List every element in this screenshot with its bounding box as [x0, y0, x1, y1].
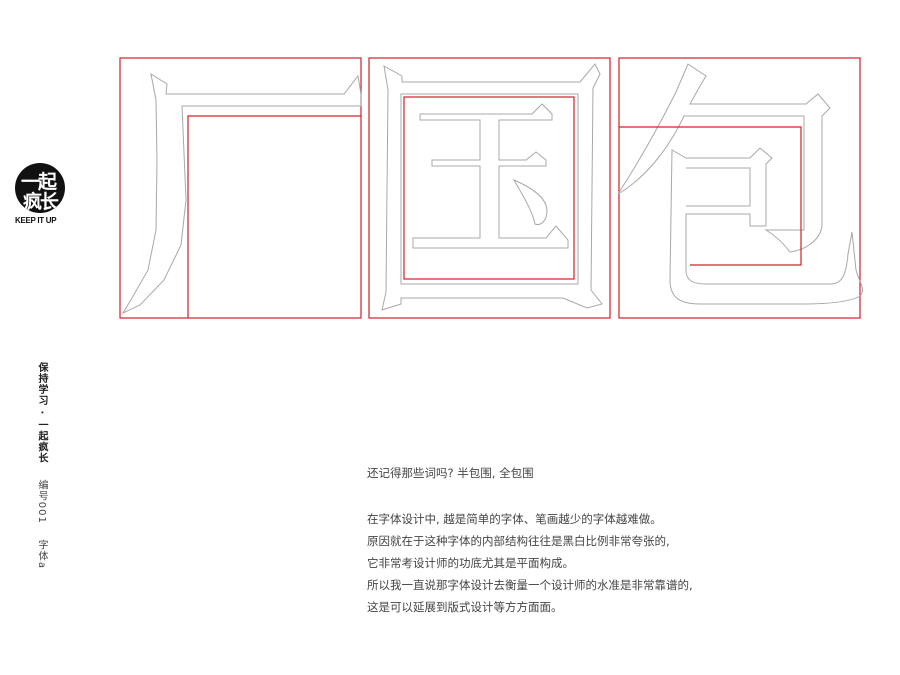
- glyph-frame: [368, 57, 611, 319]
- logo: 一起 疯长 KEEP IT UP: [12, 160, 72, 230]
- logo-badge: 一起 疯长: [15, 163, 65, 213]
- logo-text-line2: 疯长: [23, 191, 59, 213]
- glyph-outline-dot: [512, 178, 548, 225]
- glyph-outline-frame: [381, 63, 603, 311]
- paragraph-line: 所以我一直说那字体设计去衡量一个设计师的水准是非常靠谱的,: [367, 578, 693, 592]
- paragraph-line: 在字体设计中, 越是简单的字体、笔画越少的字体越难做。: [367, 512, 662, 526]
- glyph-chang: [119, 57, 362, 319]
- glyph-outline-chang: [121, 72, 362, 315]
- glyph-outline-yu: [412, 103, 569, 249]
- glyph-outline-top: [617, 63, 831, 253]
- glyph-frame: [618, 57, 861, 319]
- intro-line: 还记得那些词吗? 半包围, 全包围: [367, 466, 534, 480]
- sidebar-slogan: 保持学习 · 一起疯长: [36, 362, 47, 464]
- inner-frame-guide: [403, 96, 575, 280]
- logo-text-line1: 一起: [21, 171, 57, 193]
- counter-guide: [619, 126, 802, 266]
- paragraph-line: 这是可以延展到版式设计等方方面面。: [367, 600, 563, 614]
- glyph-guo: [368, 57, 611, 319]
- glyph-frame: [119, 57, 362, 319]
- article-text: 还记得那些词吗? 半包围, 全包围 在字体设计中, 越是简单的字体、笔画越少的字…: [367, 462, 847, 618]
- sidebar-topic: 字体a: [36, 539, 47, 569]
- logo-subtitle: KEEP IT UP: [15, 216, 57, 225]
- paragraph-line: 原因就在于这种字体的内部结构往往是黑白比例非常夸张的,: [367, 534, 670, 548]
- glyph-outline-inner: [686, 167, 751, 207]
- counter-guide: [187, 115, 361, 318]
- sidebar-caption: 保持学习 · 一起疯长编号001 字体a: [33, 362, 47, 569]
- sidebar-number: 编号001: [36, 479, 47, 524]
- glyph-outline-bottom: [669, 147, 863, 305]
- paragraph-line: 它非常考设计师的功底尤其是平面构成。: [367, 556, 574, 570]
- glyph-bao: [617, 57, 863, 319]
- glyph-outline-inner: [400, 93, 579, 285]
